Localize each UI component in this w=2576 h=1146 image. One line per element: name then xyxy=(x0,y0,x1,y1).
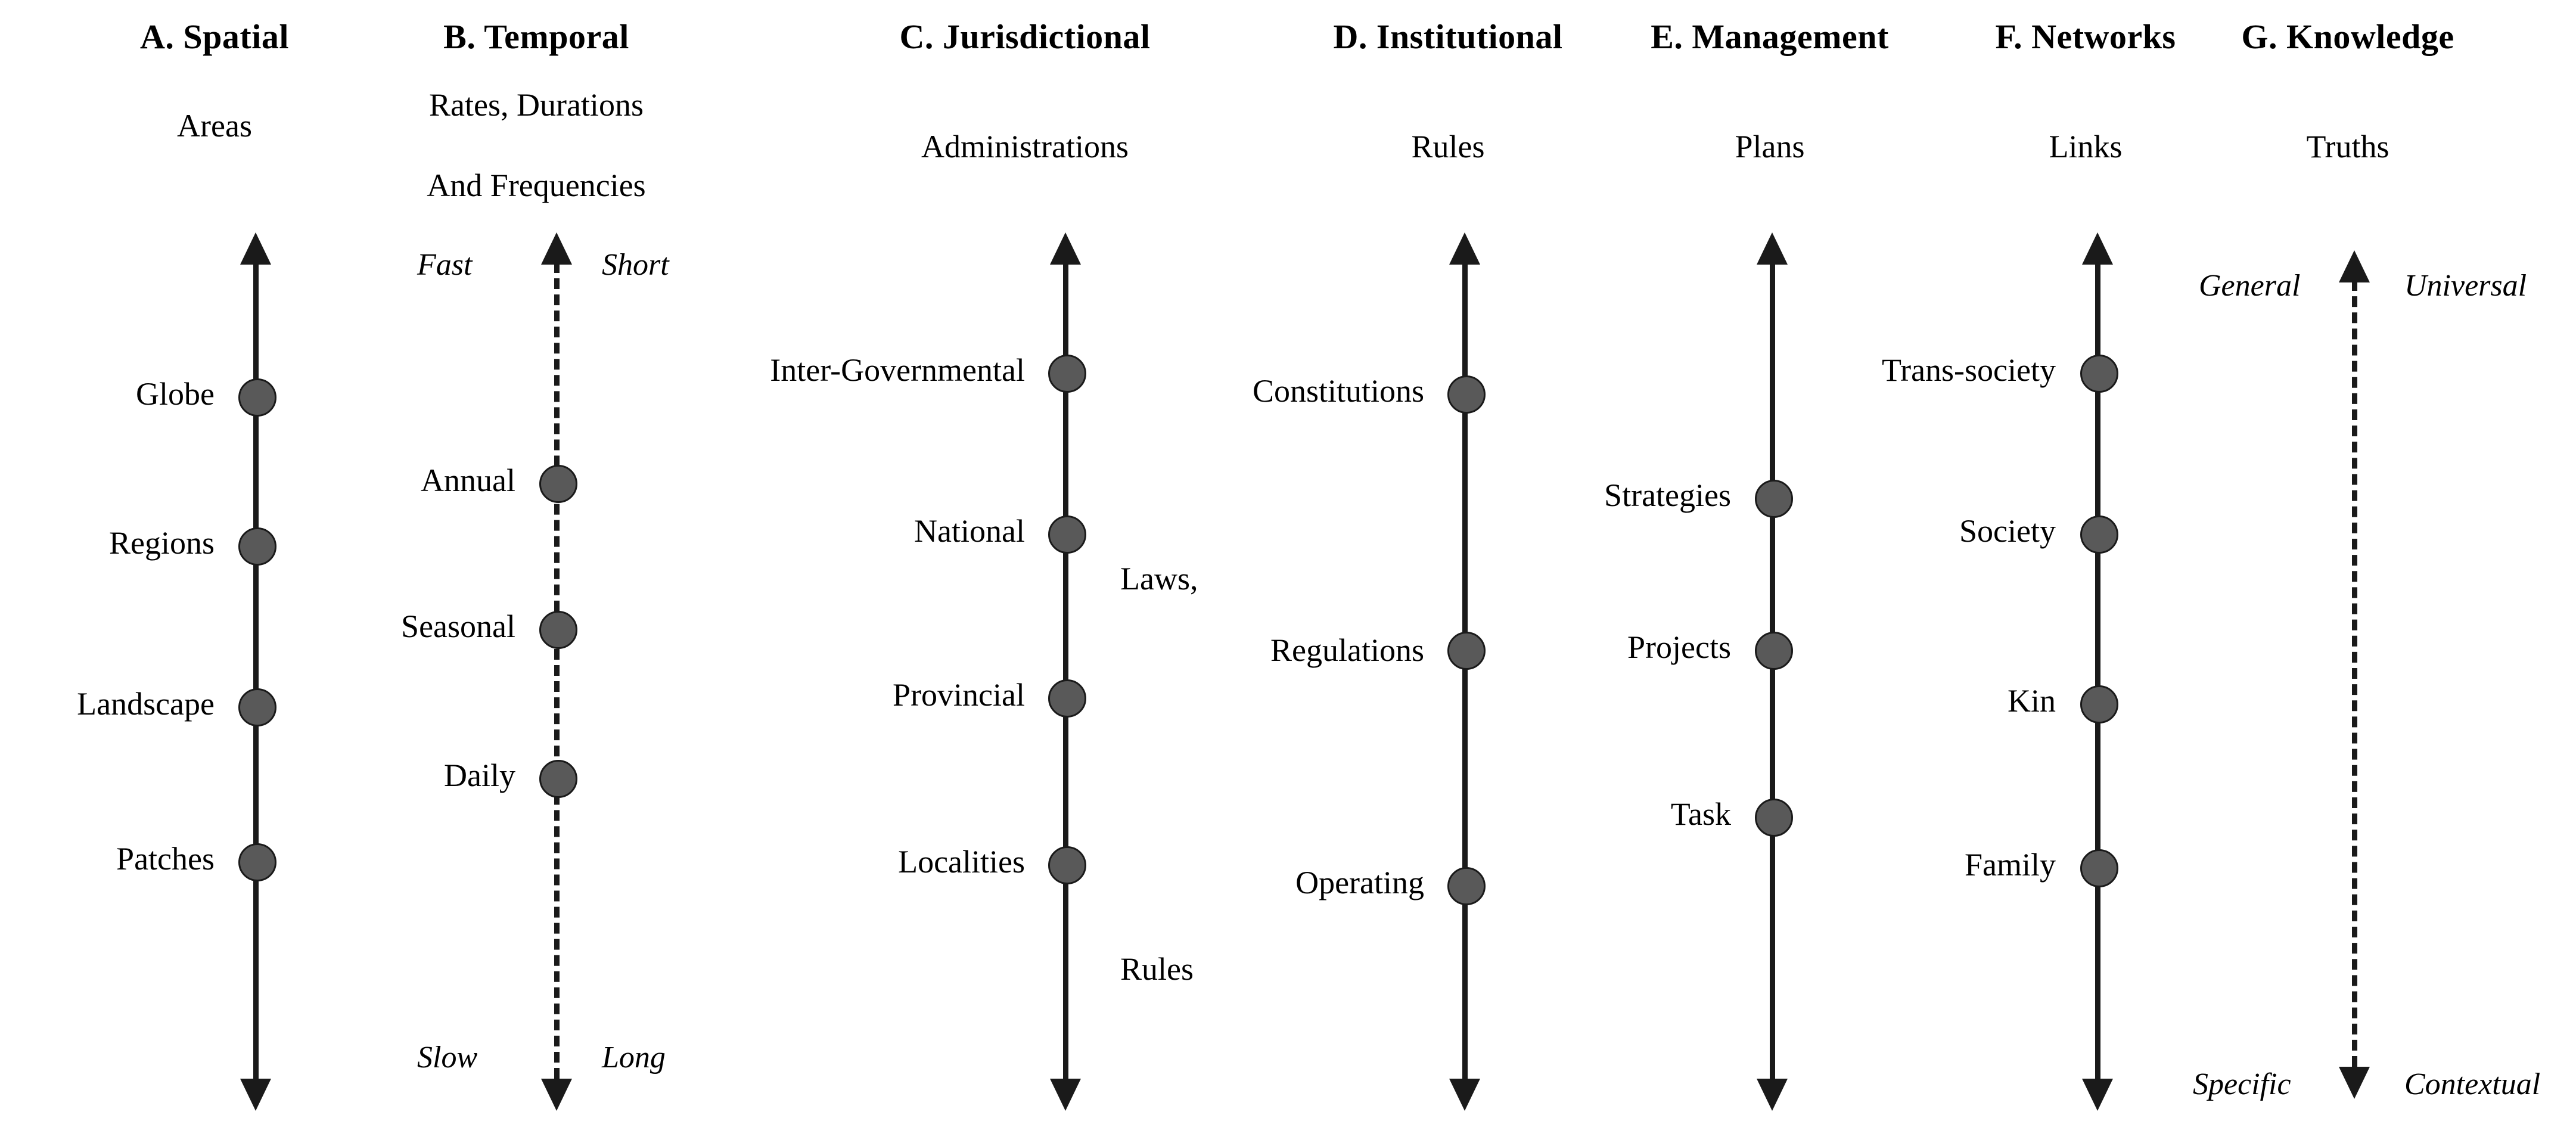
column-subtitle-management: Plans xyxy=(1735,129,1805,164)
node-dot-annual xyxy=(539,465,577,503)
axis-arrow-up-networks xyxy=(2082,232,2113,265)
node-dot-daily xyxy=(539,760,577,798)
axis-line-spatial xyxy=(253,262,259,1079)
node-dot-patches xyxy=(238,843,276,881)
axis-arrow-down-spatial xyxy=(240,1079,271,1111)
axis-label-specific: Specific xyxy=(2193,1067,2291,1101)
axis-label-fast: Fast xyxy=(417,248,473,282)
axis-label-slow: Slow xyxy=(417,1041,478,1074)
node-label-daily: Daily xyxy=(444,757,515,793)
axis-label-short: Short xyxy=(602,248,669,282)
node-dot-globe xyxy=(238,378,276,417)
node-label-inter-governmental: Inter-Governmental xyxy=(770,352,1025,388)
node-dot-strategies xyxy=(1755,480,1793,518)
column-subtitle-temporal-2: And Frequencies xyxy=(427,167,646,203)
node-dot-projects xyxy=(1755,632,1793,670)
axis-line-jurisdictional xyxy=(1063,262,1068,1079)
node-label-provincial: Provincial xyxy=(893,677,1025,713)
axis-arrow-up-jurisdictional xyxy=(1050,232,1081,265)
node-label-regulations: Regulations xyxy=(1270,632,1424,668)
axis-line-networks xyxy=(2095,262,2100,1079)
node-label-kin: Kin xyxy=(2008,683,2056,719)
node-label-projects: Projects xyxy=(1627,629,1731,665)
node-label-annual: Annual xyxy=(421,462,515,498)
column-subtitle-networks: Links xyxy=(2049,129,2123,164)
node-label-localities: Localities xyxy=(898,844,1025,880)
axis-arrow-up-management xyxy=(1757,232,1788,265)
node-label-landscape: Landscape xyxy=(77,686,215,722)
axis-label-general: General xyxy=(2199,269,2301,303)
node-label-strategies: Strategies xyxy=(1604,477,1731,513)
node-label-national: National xyxy=(914,513,1025,549)
node-dot-inter-governmental xyxy=(1048,355,1086,393)
axis-arrow-down-institutional xyxy=(1449,1079,1480,1111)
column-subtitle-temporal-1: Rates, Durations xyxy=(429,87,644,123)
axis-line-temporal xyxy=(554,262,560,1079)
axis-line-institutional xyxy=(1462,262,1468,1079)
axis-arrow-up-knowledge xyxy=(2339,250,2370,282)
axis-label-long: Long xyxy=(602,1041,666,1074)
node-label-regions: Regions xyxy=(108,525,215,561)
axis-arrow-up-temporal xyxy=(541,232,572,265)
node-dot-regions xyxy=(238,527,276,566)
node-dot-constitutions xyxy=(1447,375,1486,414)
axis-arrow-up-spatial xyxy=(240,232,271,265)
node-label-constitutions: Constitutions xyxy=(1252,373,1424,409)
node-dot-society xyxy=(2080,515,2118,554)
node-label-seasonal: Seasonal xyxy=(401,608,515,644)
axis-line-knowledge xyxy=(2352,280,2357,1067)
node-dot-laws-regulations xyxy=(1447,632,1486,670)
node-dot-landscape xyxy=(238,688,276,726)
column-subtitle-jurisdictional: Administrations xyxy=(921,129,1129,164)
column-title-networks: F. Networks xyxy=(1995,17,2176,56)
axis-arrow-down-management xyxy=(1757,1079,1788,1111)
node-dot-operating-rules xyxy=(1447,867,1486,905)
node-dot-localities xyxy=(1048,846,1086,884)
column-subtitle-knowledge: Truths xyxy=(2306,129,2389,164)
column-title-institutional: D. Institutional xyxy=(1333,17,1563,56)
column-title-spatial: A. Spatial xyxy=(140,17,289,56)
axis-arrow-up-institutional xyxy=(1449,232,1480,265)
column-title-temporal: B. Temporal xyxy=(443,17,629,56)
node-label-laws: Laws, xyxy=(1120,561,1198,597)
node-label-society: Society xyxy=(1959,513,2056,549)
node-dot-seasonal xyxy=(539,611,577,649)
node-dot-family xyxy=(2080,849,2118,887)
node-label-globe: Globe xyxy=(136,376,215,412)
axis-arrow-down-networks xyxy=(2082,1079,2113,1111)
node-label-family: Family xyxy=(1964,847,2056,883)
node-label-task: Task xyxy=(1670,796,1731,832)
axis-line-management xyxy=(1770,262,1775,1079)
axis-arrow-down-temporal xyxy=(541,1079,572,1111)
column-title-jurisdictional: C. Jurisdictional xyxy=(899,17,1151,56)
node-dot-task xyxy=(1755,799,1793,837)
column-title-management: E. Management xyxy=(1651,17,1889,56)
column-subtitle-spatial: Areas xyxy=(177,108,252,144)
node-dot-trans-society xyxy=(2080,355,2118,393)
node-dot-kin xyxy=(2080,685,2118,723)
column-title-knowledge: G. Knowledge xyxy=(2241,17,2454,56)
axis-label-universal: Universal xyxy=(2404,269,2527,303)
node-label-rules: Rules xyxy=(1120,951,1194,987)
node-label-operating: Operating xyxy=(1295,865,1424,900)
node-dot-national xyxy=(1048,515,1086,554)
node-dot-provincial xyxy=(1048,679,1086,718)
node-label-patches: Patches xyxy=(116,841,215,877)
column-subtitle-institutional: Rules xyxy=(1411,129,1485,164)
axis-label-contextual: Contextual xyxy=(2404,1067,2541,1101)
node-label-trans-society: Trans-society xyxy=(1882,352,2056,388)
axis-arrow-down-knowledge xyxy=(2339,1067,2370,1099)
axis-arrow-down-jurisdictional xyxy=(1050,1079,1081,1111)
